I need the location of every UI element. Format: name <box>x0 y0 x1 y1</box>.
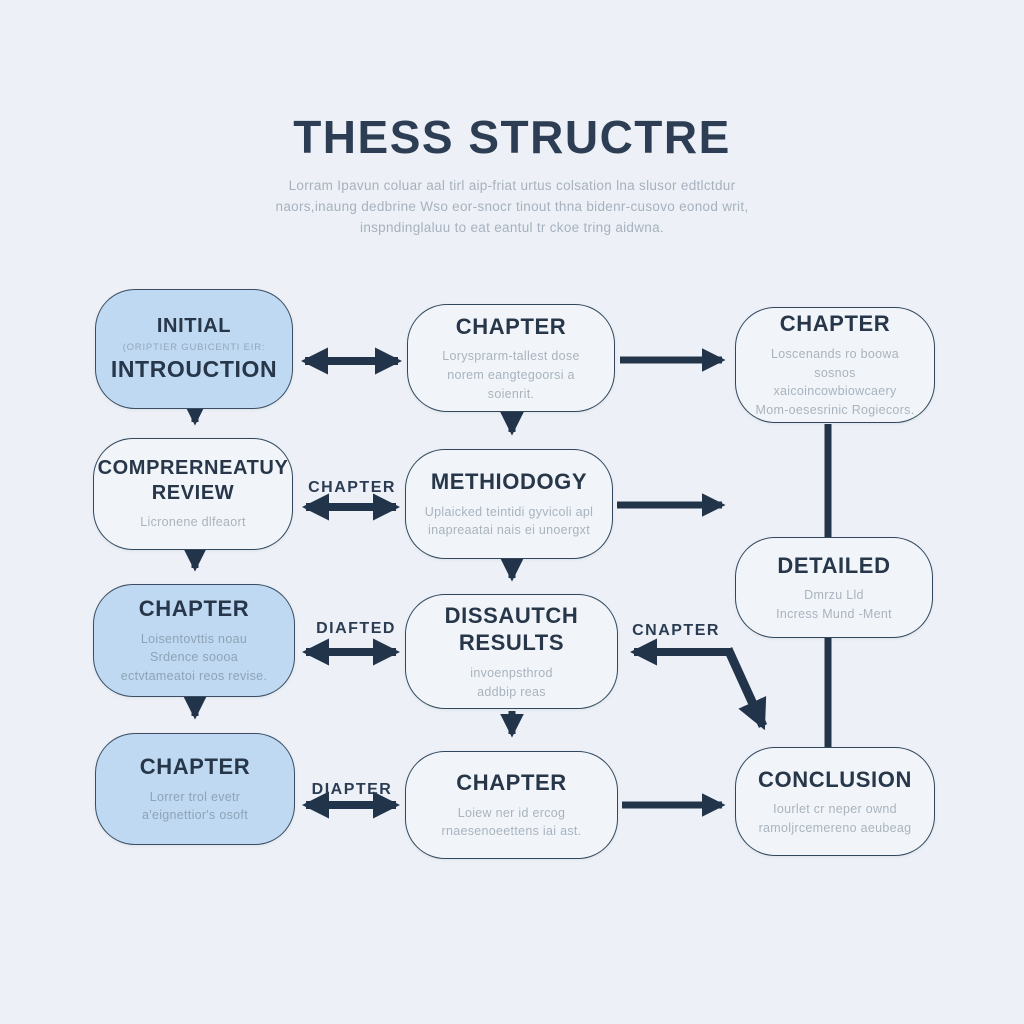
arrow-label-cnapter: CNAPTER <box>632 622 720 639</box>
node-title: CHAPTER <box>139 754 251 779</box>
node-subtext: Lorysprarm-tallest dose norem eangtegoor… <box>442 349 580 401</box>
node-research-results: DISSAUTCH RESULTS invoenpsthrod addbip r… <box>405 594 618 709</box>
node-subtext: Loiew ner id ercog rnaesenoeettens iai a… <box>441 805 582 839</box>
node-initial-introduction: INITIAL (ORIPTIER GUBICENTI EIR: INTROUC… <box>95 289 293 409</box>
arrow-label-diafted: DIAFTED <box>316 620 396 637</box>
node-title: CHAPTER <box>456 770 567 795</box>
node-subtext: Dmrzu Lld Incress Mund -Ment <box>776 588 892 621</box>
node-subtext: invoenpsthrod addbip reas <box>470 665 553 699</box>
node-title: DISSAUTCH RESULTS <box>444 602 579 656</box>
node-subtext: Loisentovttis noau Srdence soooa ectvtam… <box>120 631 268 684</box>
node-detailed: DETAILED Dmrzu Lld Incress Mund -Ment <box>735 537 933 638</box>
node-title: DETAILED <box>777 552 891 578</box>
node-chapter-bottom-mid: CHAPTER Loiew ner id ercog rnaesenoeette… <box>405 751 618 859</box>
node-subtext: Iourlet cr neper ownd ramoljrcemereno ae… <box>758 802 912 835</box>
node-comprehensive-review: COMPRERNEATUY REVIEW Licronene dlfeaort <box>93 438 293 550</box>
node-subtext: Lorrer trol evetr a'eignettior's osoft <box>142 789 248 823</box>
node-title: CHAPTER <box>779 311 891 337</box>
page-subtitle: Lorram Ipavun coluar aal tirl aip-friat … <box>0 176 1024 239</box>
node-subtext: Uplaicked teintidi gyvicoli apl inapreaa… <box>424 504 594 538</box>
node-conclusion: CONCLUSION Iourlet cr neper ownd ramoljr… <box>735 747 935 856</box>
arrow-elbow-to-conclusion <box>723 647 768 731</box>
subtitle-line: naors,inaung dedbrine Wso eor-snocr tino… <box>275 198 749 214</box>
subtitle-line: Lorram Ipavun coluar aal tirl aip-friat … <box>288 178 736 193</box>
node-title: METHIODOGY <box>430 469 588 494</box>
page-title: THESS STRUCTRE <box>293 111 731 163</box>
node-subtext: (ORIPTIER GUBICENTI EIR: <box>122 342 266 354</box>
node-title: CHAPTER <box>455 313 567 339</box>
node-title: COMPRERNEATUY REVIEW <box>97 457 289 505</box>
node-chapter-top-right: CHAPTER Loscenands ro boowa sosnos xaico… <box>735 307 935 423</box>
arrow-label-diapter: DIAPTER <box>311 781 393 798</box>
node-title: CHAPTER <box>138 596 250 622</box>
node-chapter-bottom-left: CHAPTER Lorrer trol evetr a'eignettior's… <box>95 733 295 845</box>
node-title: INITIAL <box>156 315 232 338</box>
node-title: CONCLUSION <box>758 766 912 792</box>
arrow-label-chapter: CHAPTER <box>308 479 396 496</box>
subtitle-line: inspndinglaluu to eat eantul tr ckoe tri… <box>360 219 664 235</box>
node-subtext: Loscenands ro boowa sosnos xaicoincowbio… <box>755 346 915 417</box>
node-methodology: METHIODOGY Uplaicked teintidi gyvicoli a… <box>405 449 613 559</box>
node-chapter-mid-left: CHAPTER Loisentovttis noau Srdence soooa… <box>93 584 295 697</box>
node-chapter-top-mid: CHAPTER Lorysprarm-tallest dose norem ea… <box>407 304 615 412</box>
node-title: INTROUCTION <box>110 356 278 383</box>
node-subtext: Licronene dlfeaort <box>140 515 246 530</box>
